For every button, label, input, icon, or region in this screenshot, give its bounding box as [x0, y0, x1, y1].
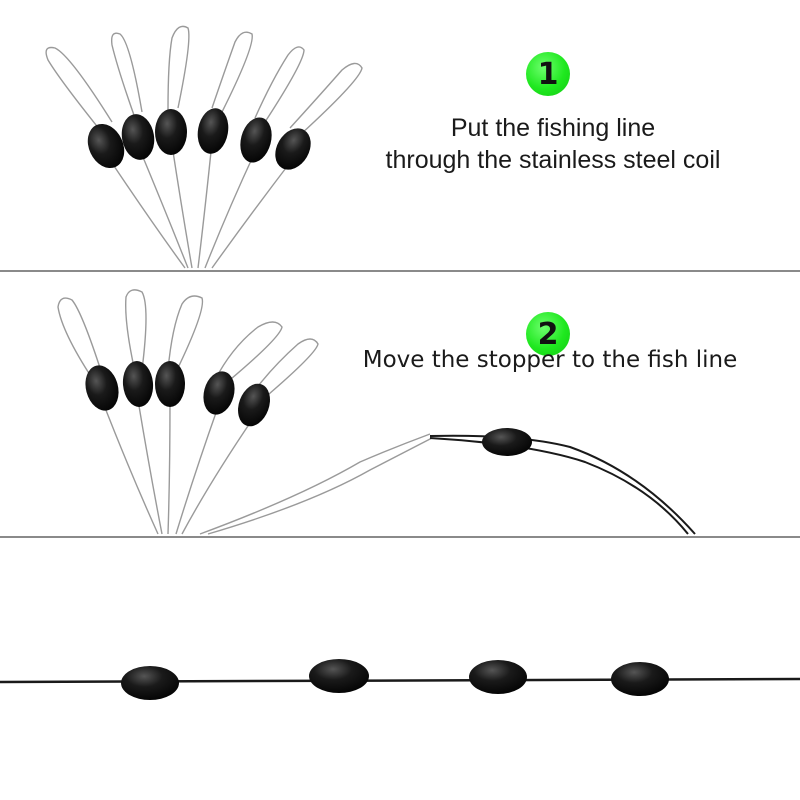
- step-2-badge: 2: [526, 312, 570, 356]
- stopper-bundle-illustration: [45, 25, 363, 269]
- step-1-instruction: Put the fishing line through the stainle…: [348, 112, 758, 176]
- step-2-panel: 2 Move the stopper to the fish line: [0, 272, 800, 536]
- step-1-line-1: Put the fishing line: [450, 114, 656, 142]
- fishing-line: [0, 677, 800, 684]
- step-1-panel: 1 Put the fishing line through the stain…: [0, 0, 800, 270]
- bead-group: [121, 659, 669, 700]
- bead-group: [87, 108, 311, 170]
- step-1-line-2: through the stainless steel coil: [385, 146, 721, 174]
- stoppers-on-line-illustration: [0, 659, 800, 700]
- stopper-transfer-illustration: [57, 289, 696, 535]
- bead-group: [85, 361, 532, 456]
- step-1-badge: 1: [526, 52, 570, 96]
- panel-divider: [0, 270, 800, 272]
- panel-divider: [0, 536, 800, 538]
- step-2-instruction: Move the stopper to the fish line: [362, 347, 738, 373]
- result-panel: [0, 538, 800, 800]
